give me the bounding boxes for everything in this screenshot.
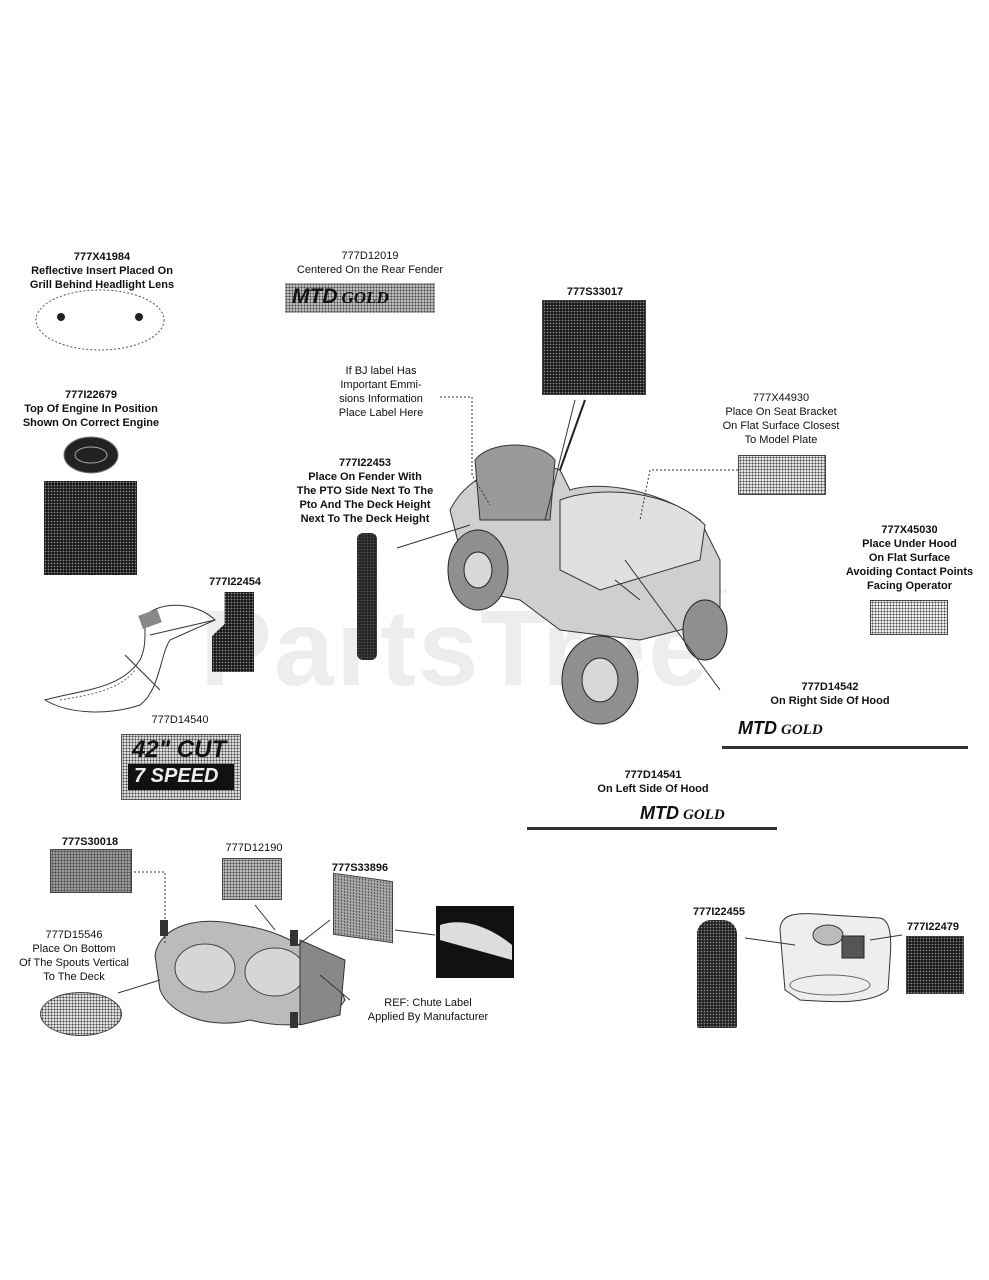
hood-info-decal: [870, 600, 948, 635]
instruction-line: Applied By Manufacturer: [367, 1011, 489, 1023]
instruction-line: Top Of Engine In Position: [24, 403, 158, 415]
deck-warning-decal: [50, 849, 132, 893]
label-777x44930: 777X44930 Place On Seat Bracket On Flat …: [706, 391, 856, 447]
instruction-line: On Flat Surface Closest: [722, 420, 840, 432]
instruction-line: Pto And The Deck Height: [299, 499, 431, 511]
instruction-line: Place Under Hood: [862, 538, 957, 550]
instruction-line: Of The Spouts Vertical: [19, 957, 129, 969]
mtd-gold-left-hood-decal: [527, 803, 777, 830]
label-777i22679: 777I22679 Top Of Engine In Position Show…: [5, 388, 177, 430]
instruction-line: Place Label Here: [338, 407, 424, 419]
instruction-line: Shown On Correct Engine: [22, 417, 160, 429]
part-number: 777I22479: [907, 921, 959, 933]
instruction-line: sions Information: [339, 393, 423, 405]
instruction-line: Grill Behind Headlight Lens: [29, 279, 175, 291]
engine-illustration: [779, 913, 892, 1003]
spout-oval-decal: [40, 992, 122, 1036]
reflective-insert: [35, 289, 165, 351]
instruction-line: Avoiding Contact Points: [845, 566, 974, 578]
part-number: 777X41984: [73, 251, 131, 263]
label-777i22454: 777I22454: [200, 575, 270, 589]
deck-height-decal: [357, 533, 377, 660]
cut-text: 42" CUT: [132, 736, 227, 763]
part-number: 777D14541: [624, 769, 682, 781]
engine-top-decal: [63, 436, 119, 474]
instruction-line: Reflective Insert Placed On: [31, 265, 173, 277]
instruction-line: To Model Plate: [744, 434, 818, 446]
part-number: 777S33896: [331, 862, 389, 874]
instruction-line: To The Deck: [43, 971, 105, 983]
chute-warning-decal: [333, 872, 393, 944]
engine-instruction-decal: [44, 481, 137, 575]
part-number: 777D12019: [341, 250, 399, 262]
instruction-line: Place On Fender With: [308, 471, 422, 483]
part-number: 777S30018: [61, 836, 119, 848]
part-number: 777X45030: [881, 524, 938, 536]
part-number: 777I22679: [65, 389, 117, 401]
label-777d14541: 777D14541 On Left Side Of Hood: [583, 768, 723, 796]
part-number: 777D14542: [801, 681, 859, 693]
instruction-line: If BJ label Has: [345, 365, 417, 377]
label-777d14542: 777D14542 On Right Side Of Hood: [760, 680, 900, 708]
label-chute: REF: Chute Label Applied By Manufacturer: [352, 996, 504, 1024]
label-777d12019: 777D12019 Centered On the Rear Fender: [280, 249, 460, 277]
instruction-line: On Left Side Of Hood: [597, 783, 709, 795]
instruction-line: Centered On the Rear Fender: [296, 264, 444, 276]
part-number: 777I22453: [339, 457, 391, 469]
part-number: 777S33017: [566, 286, 624, 298]
deck-size-decal: [222, 858, 282, 900]
speed-banner: [128, 764, 234, 790]
part-number: 777D14540: [151, 714, 209, 726]
label-777d14540: 777D14540: [120, 713, 240, 727]
label-bj: If BJ label Has Important Emmi- sions In…: [316, 364, 446, 420]
model-plate-decal: [738, 455, 826, 495]
label-777x41984: 777X41984 Reflective Insert Placed On Gr…: [14, 250, 190, 292]
lawn-tractor-illustration: [447, 399, 728, 725]
part-number: 777D12190: [225, 842, 283, 854]
mtd-gold-fender-decal: [285, 283, 435, 313]
label-777i22455: 777I22455: [684, 905, 754, 919]
label-777s33017: 777S33017: [545, 285, 645, 299]
part-number: 777I22454: [209, 576, 261, 588]
instruction-line: REF: Chute Label: [384, 997, 472, 1009]
part-number: 777D15546: [45, 929, 103, 941]
mtd-gold-right-hood-decal: [722, 716, 968, 749]
label-777i22453: 777I22453 Place On Fender With The PTO S…: [280, 456, 450, 526]
part-number: 777X44930: [752, 392, 810, 404]
label-777x45030: 777X45030 Place Under Hood On Flat Surfa…: [832, 523, 987, 593]
fender-illustration: [43, 604, 216, 713]
fender-decal-777i22454: [212, 592, 254, 672]
choke-decal: [906, 936, 964, 994]
speed-text: 7 SPEED: [134, 765, 219, 787]
part-number: 777I22455: [693, 906, 745, 918]
instruction-line: Important Emmi-: [340, 379, 422, 391]
instruction-line: On Right Side Of Hood: [770, 695, 890, 707]
instruction-line: Next To The Deck Height: [300, 513, 430, 525]
label-777d12190: 777D12190: [218, 841, 290, 855]
warning-decal-777s33017: [542, 300, 646, 395]
mower-deck-illustration: [154, 920, 346, 1028]
instruction-line: Place On Bottom: [32, 943, 116, 955]
instruction-line: Place On Seat Bracket: [725, 406, 837, 418]
label-777i22479: 777I22479: [898, 920, 968, 934]
throttle-decal: [697, 920, 737, 1028]
instruction-line: Facing Operator: [867, 580, 952, 592]
label-777d15546: 777D15546 Place On Bottom Of The Spouts …: [4, 928, 144, 984]
instruction-line: On Flat Surface: [868, 552, 951, 564]
label-777s33896: 777S33896: [325, 861, 395, 875]
label-777s30018: 777S30018: [50, 835, 130, 849]
instruction-line: The PTO Side Next To The: [296, 485, 434, 497]
